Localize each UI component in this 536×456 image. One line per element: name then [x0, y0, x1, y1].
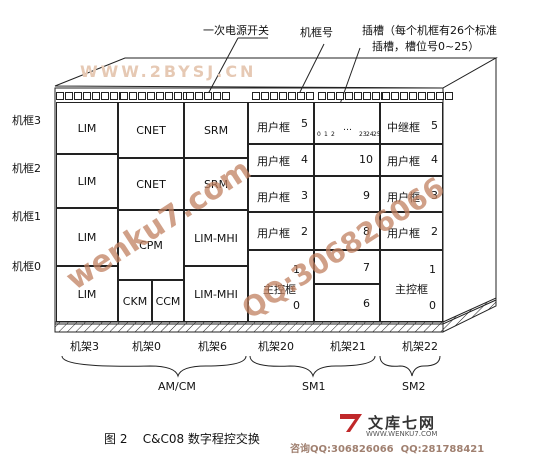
cell-cnet-r0-f2: CNET [118, 158, 184, 210]
led-row-rack20 [252, 92, 314, 100]
cell-frame-10: 10 [314, 144, 380, 176]
slot-label-line1: 插槽（每个机框有26个标准 [362, 24, 497, 37]
cell-slots-r21: 0 1 2 … 23 24 25 [314, 102, 381, 144]
cell-main-ctrl-r22: 1 主控框 0 [380, 250, 443, 322]
logo-7-icon [340, 414, 362, 432]
rack-label-21: 机架21 [330, 340, 366, 353]
logo-url: WWW.WENKU7.COM [366, 430, 438, 438]
led-row-rack3 [56, 92, 127, 100]
cell-main-ctrl-r20: 1 主控框 0 [248, 250, 314, 322]
frame-label-2: 机框2 [12, 162, 41, 175]
qq-contact: 咨询QQ:306826066 QQ:281788421 [290, 444, 485, 455]
module-sm2: SM2 [402, 380, 426, 393]
cell-srm-r6-f2: SRM [184, 158, 248, 210]
cell-srm-r6-f3: SRM [184, 102, 248, 158]
power-switch-label: 一次电源开关 [203, 24, 269, 37]
cell-lim-r3-f0: LIM [56, 266, 118, 322]
led-row-rack6 [186, 92, 230, 100]
figure-caption: 图 2 C&C08 数字程控交换 [104, 432, 260, 446]
cell-cnet-r0-f3: CNET [118, 102, 184, 158]
rack-label-22: 机架22 [402, 340, 438, 353]
cell-lim-r3-f3: LIM [56, 102, 118, 154]
cell-cpm-r0: CPM [118, 210, 184, 280]
rack-label-0: 机架0 [132, 340, 161, 353]
cell-ccm-r0: CCM [152, 280, 184, 322]
led-row-rack21 [318, 92, 389, 100]
frame-label-1: 机框1 [12, 210, 41, 223]
led-row-rack22 [382, 92, 453, 100]
module-am-cm: AM/CM [158, 380, 196, 393]
cell-frame-9: 9 [314, 176, 380, 212]
frame-label-3: 机框3 [12, 114, 41, 127]
cell-frame-7: 7 [314, 250, 380, 284]
cell-limmhi-r6-f1: LIM-MHI [184, 210, 248, 266]
rack-label-20: 机架20 [258, 340, 294, 353]
frame-label-0: 机框0 [12, 260, 41, 273]
rack-label-6: 机架6 [198, 340, 227, 353]
rack-label-3: 机架3 [70, 340, 99, 353]
cell-lim-r3-f2: LIM [56, 154, 118, 208]
cell-ckm-r0: CKM [118, 280, 152, 322]
slot-label-line2: 插槽，槽位号0~25） [372, 40, 480, 53]
cell-frame-8: 8 [314, 212, 380, 250]
cell-limmhi-r6-f0: LIM-MHI [184, 266, 248, 322]
logo-text: 文库七网 [368, 414, 437, 432]
frame-no-label: 机框号 [300, 26, 333, 39]
cell-frame-6: 6 [314, 284, 380, 322]
led-row-rack0 [120, 92, 191, 100]
module-sm1: SM1 [302, 380, 326, 393]
cell-lim-r3-f1: LIM [56, 208, 118, 266]
